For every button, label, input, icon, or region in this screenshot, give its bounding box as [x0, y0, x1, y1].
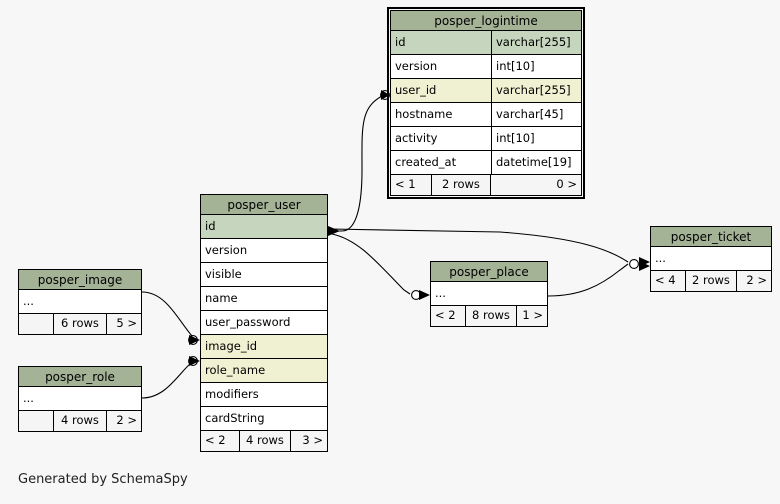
table-row[interactable]: id: [201, 215, 327, 239]
table-posper-role[interactable]: posper_role ... 4 rows 2 >: [18, 366, 142, 432]
table-title-posper-ticket: posper_ticket: [651, 227, 771, 247]
table-posper-place[interactable]: posper_place ... < 2 8 rows 1 >: [430, 261, 548, 327]
column-name: version: [395, 59, 438, 73]
footer-row-count: 2 rows: [685, 271, 737, 291]
table-posper-image[interactable]: posper_image ... 6 rows 5 >: [18, 269, 142, 335]
column-name: user_password: [205, 315, 291, 329]
optional-marker-image: [188, 335, 198, 345]
table-footer: < 2 8 rows 1 >: [431, 306, 547, 326]
arrowhead-user-imageid: [189, 335, 200, 345]
column-type: varchar[255]: [491, 31, 581, 54]
footer-child-count[interactable]: 2 >: [746, 273, 767, 287]
column-name: version: [205, 243, 248, 257]
column-type: varchar[45]: [491, 103, 581, 126]
edge-user-to-logintime: [330, 95, 383, 232]
table-posper-ticket[interactable]: posper_ticket ... < 4 2 rows 2 >: [650, 226, 772, 292]
table-row[interactable]: version: [201, 239, 327, 263]
footer-child-count[interactable]: 1 >: [522, 308, 543, 322]
column-name: user_id: [395, 83, 437, 97]
table-row[interactable]: modifiers: [201, 383, 327, 407]
column-type: int[10]: [491, 55, 581, 78]
edge-image-to-user: [141, 291, 199, 341]
arrowhead-logintime-userid: [381, 90, 390, 100]
table-row[interactable]: created_at datetime[19]: [391, 151, 581, 175]
table-row[interactable]: visible: [201, 263, 327, 287]
table-row[interactable]: id varchar[255]: [391, 31, 581, 55]
footer-row-count: 2 rows: [431, 175, 491, 195]
table-row[interactable]: role_name: [201, 359, 327, 383]
footer-parent-count[interactable]: < 2: [205, 433, 226, 447]
column-type: varchar[255]: [491, 79, 581, 102]
table-row[interactable]: ...: [651, 247, 771, 271]
column-name-ellipsis: ...: [655, 251, 666, 265]
table-row[interactable]: activity int[10]: [391, 127, 581, 151]
column-name: role_name: [205, 363, 266, 377]
column-name: image_id: [205, 339, 258, 353]
table-row[interactable]: version int[10]: [391, 55, 581, 79]
table-posper-logintime[interactable]: posper_logintime id varchar[255] version…: [387, 7, 585, 199]
table-row[interactable]: ...: [19, 387, 141, 411]
optional-marker-logintime: [380, 90, 390, 100]
column-name-ellipsis: ...: [435, 286, 446, 300]
optional-marker-ticket-a: [629, 259, 639, 269]
column-name: modifiers: [205, 387, 259, 401]
arrowhead-ticket-b: [639, 261, 650, 271]
footer-row-count: 6 rows: [53, 314, 107, 334]
table-row[interactable]: image_id: [201, 335, 327, 359]
column-name-ellipsis: ...: [23, 294, 34, 308]
optional-marker-place: [411, 290, 421, 300]
footer-child-count[interactable]: 2 >: [116, 413, 137, 427]
edge-user-to-ticket: [329, 228, 629, 263]
column-name: activity: [395, 131, 438, 145]
table-footer: < 4 2 rows 2 >: [651, 271, 771, 291]
column-name: hostname: [395, 107, 453, 121]
table-title-posper-role: posper_role: [19, 367, 141, 387]
edge-role-to-user: [141, 359, 199, 399]
generated-by-caption: Generated by SchemaSpy: [18, 472, 188, 487]
column-name-ellipsis: ...: [23, 391, 34, 405]
table-title-posper-place: posper_place: [431, 262, 547, 282]
arrowhead-ticket-a: [639, 257, 650, 267]
edge-user-to-place: [331, 233, 411, 295]
column-type: int[10]: [491, 127, 581, 150]
table-footer: < 1 2 rows 0 >: [391, 175, 581, 195]
column-type: datetime[19]: [491, 151, 581, 174]
table-footer: 6 rows 5 >: [19, 314, 141, 334]
footer-child-count[interactable]: 0 >: [556, 177, 577, 191]
column-name: cardString: [205, 411, 265, 425]
table-row[interactable]: ...: [19, 290, 141, 314]
column-name: id: [205, 219, 216, 233]
column-name: name: [205, 291, 238, 305]
footer-child-count[interactable]: 5 >: [116, 316, 137, 330]
footer-parent-count[interactable]: < 4: [655, 273, 676, 287]
column-name: id: [395, 35, 406, 49]
junction-user-id: [328, 226, 340, 236]
table-posper-user[interactable]: posper_user id version visible name user…: [200, 194, 328, 452]
footer-child-count[interactable]: 3 >: [302, 433, 323, 447]
table-footer: < 2 4 rows 3 >: [201, 431, 327, 451]
footer-row-count: 8 rows: [465, 306, 517, 326]
column-name: visible: [205, 267, 242, 281]
footer-parent-count[interactable]: [19, 411, 53, 431]
table-row[interactable]: cardString: [201, 407, 327, 431]
arrowhead-place: [419, 290, 430, 300]
table-row[interactable]: hostname varchar[45]: [391, 103, 581, 127]
table-title-posper-user: posper_user: [201, 195, 327, 215]
optional-marker-role: [188, 356, 198, 366]
edge-place-to-ticket: [547, 263, 629, 297]
table-title-posper-image: posper_image: [19, 270, 141, 290]
footer-parent-count[interactable]: < 2: [435, 308, 456, 322]
arrowhead-user-rolename: [189, 356, 200, 366]
column-name: created_at: [395, 155, 457, 169]
table-row[interactable]: name: [201, 287, 327, 311]
table-title-posper-logintime: posper_logintime: [391, 11, 581, 31]
footer-parent-count[interactable]: < 1: [395, 177, 416, 191]
footer-parent-count[interactable]: [19, 314, 53, 334]
footer-row-count: 4 rows: [239, 431, 291, 451]
table-row[interactable]: ...: [431, 282, 547, 306]
footer-row-count: 4 rows: [53, 411, 107, 431]
table-row[interactable]: user_password: [201, 311, 327, 335]
table-footer: 4 rows 2 >: [19, 411, 141, 431]
table-row[interactable]: user_id varchar[255]: [391, 79, 581, 103]
